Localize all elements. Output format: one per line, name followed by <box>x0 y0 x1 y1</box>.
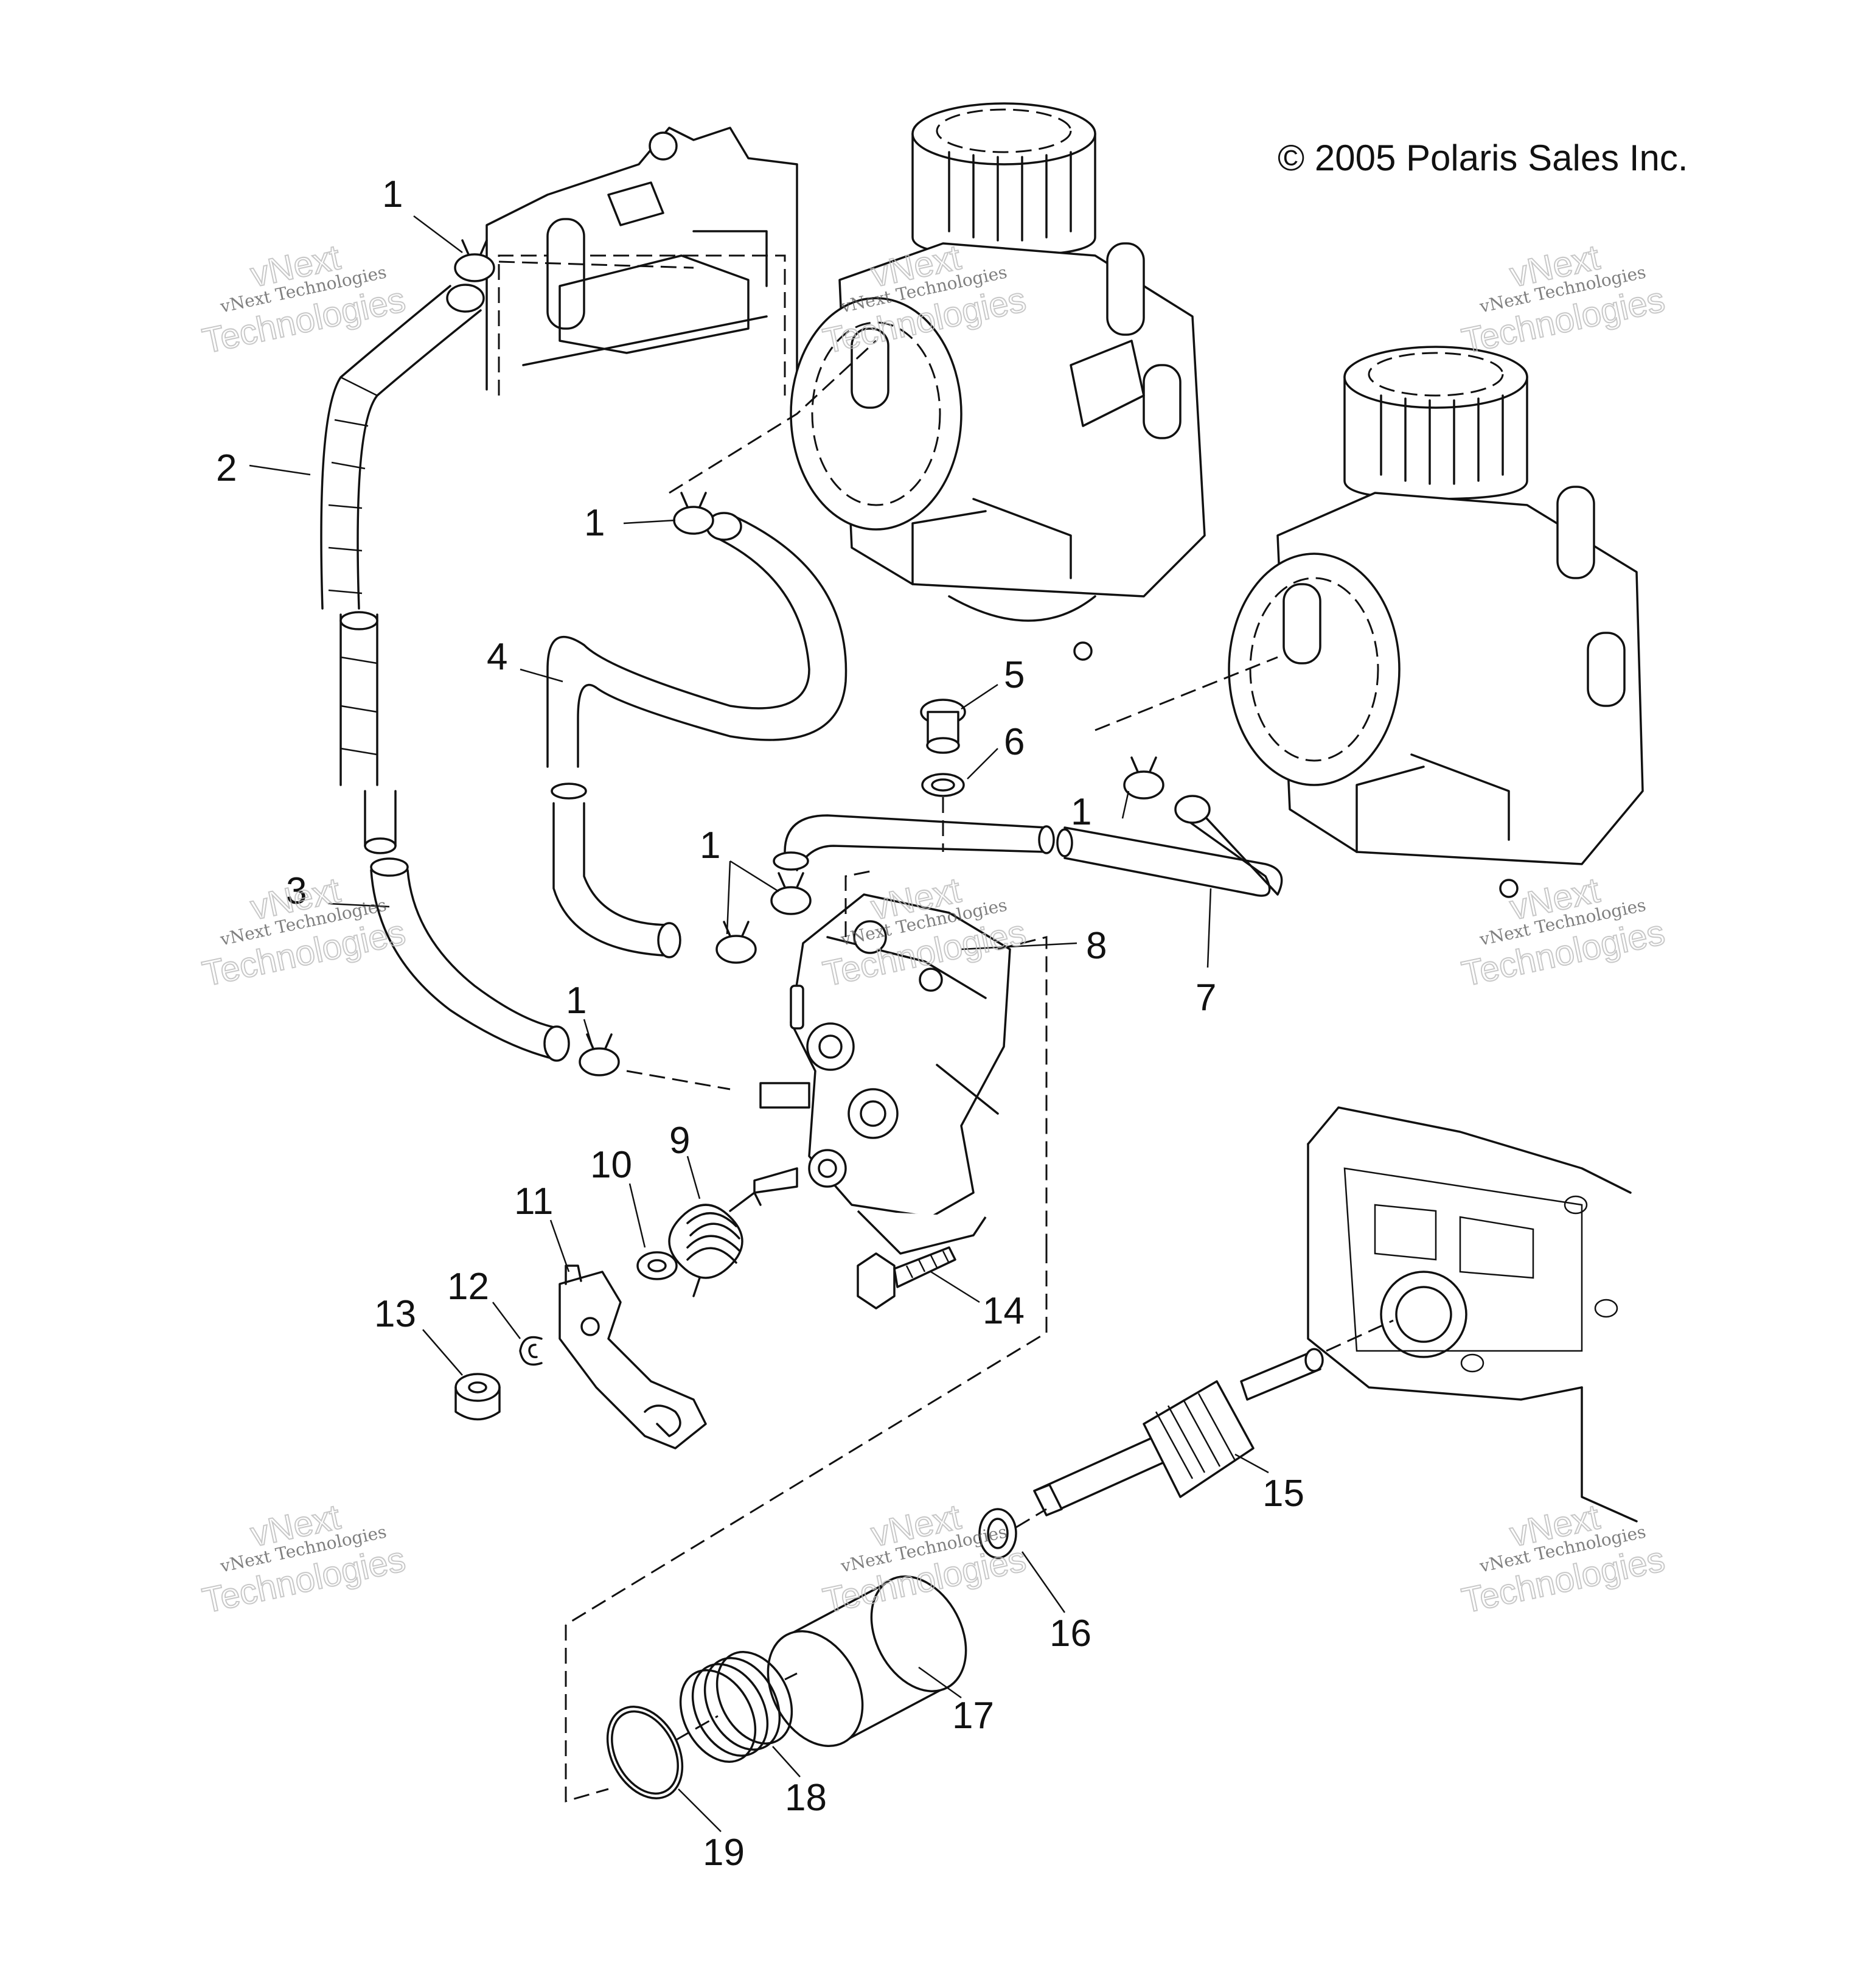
callout-5: 5 <box>1004 654 1025 696</box>
pump-lever <box>559 1264 707 1449</box>
callout-1-carb2: 1 <box>1071 791 1091 833</box>
hose-7 <box>773 795 1283 897</box>
assembly-guide-lines <box>498 260 1394 1802</box>
engine-cylinder-head <box>486 127 798 396</box>
watermark-bottomright: vNext vNext Technologies Technologies <box>1458 1496 1669 1621</box>
callout-7: 7 <box>1196 977 1216 1019</box>
callout-4: 4 <box>487 636 507 678</box>
retaining-clip <box>519 1336 543 1366</box>
watermark-midleft: vNext vNext Technologies Technologies <box>198 870 409 994</box>
bushing <box>767 1575 967 1747</box>
drive-gear-shaft <box>1033 1348 1324 1516</box>
hose-clamp-carb2 <box>1123 756 1164 800</box>
spacer <box>454 1373 501 1421</box>
callout-6: 6 <box>1004 721 1025 763</box>
callout-10: 10 <box>590 1144 632 1186</box>
callout-1-pump: 1 <box>700 825 720 867</box>
watermark-topright: vNext vNext Technologies Technologies <box>1458 237 1669 361</box>
watermark-topleft: vNext vNext Technologies Technologies <box>198 237 409 361</box>
callout-1-low: 1 <box>566 980 586 1022</box>
callout-3: 3 <box>286 870 307 912</box>
leader-lines <box>249 215 1269 1832</box>
hose-clamp-top <box>454 239 495 282</box>
thrust-washer <box>978 1508 1017 1559</box>
sealing-washer <box>921 773 965 797</box>
hose-clamp-pump-top <box>770 872 812 915</box>
callout-17: 17 <box>952 1695 994 1737</box>
callout-1-top: 1 <box>382 173 403 215</box>
mounting-screw <box>857 1246 956 1310</box>
watermark-bottomleft: vNext vNext Technologies Technologies <box>198 1496 409 1621</box>
washer-10 <box>636 1251 678 1280</box>
callout-11: 11 <box>514 1181 553 1222</box>
callout-12: 12 <box>447 1266 489 1308</box>
carburetor-right <box>1228 346 1644 898</box>
callout-labels: 1 2 3 4 1 5 6 1 1 8 7 1 9 10 11 12 13 14… <box>216 173 1304 1874</box>
hose-3 <box>370 857 570 1062</box>
callout-14: 14 <box>983 1290 1025 1332</box>
callout-8: 8 <box>1086 925 1107 967</box>
callout-19: 19 <box>703 1832 745 1874</box>
carburetor-upper <box>790 102 1206 661</box>
oil-pump <box>753 893 1011 1255</box>
hose-4 <box>546 512 847 958</box>
o-ring <box>606 1706 684 1799</box>
callout-16: 16 <box>1049 1613 1091 1655</box>
banjo-bolt <box>920 699 966 754</box>
hose-clamp-pump-low <box>579 1033 620 1076</box>
callout-18: 18 <box>785 1777 827 1819</box>
callout-1-carb1: 1 <box>584 502 605 544</box>
crankcase <box>1307 1106 1638 1522</box>
hose-clamp-carb1 <box>673 492 714 535</box>
watermark-bottomcenter: vNext vNext Technologies Technologies <box>819 1496 1030 1621</box>
copyright-text: © 2005 Polaris Sales Inc. <box>1278 138 1688 178</box>
callout-2: 2 <box>216 447 237 489</box>
callout-9: 9 <box>669 1120 690 1162</box>
hose-clamp-pump-mid <box>715 921 757 964</box>
callout-13: 13 <box>374 1293 416 1335</box>
callout-15: 15 <box>1262 1473 1304 1515</box>
hose-2 <box>320 284 485 854</box>
return-spring <box>668 1191 762 1297</box>
watermark-midright: vNext vNext Technologies Technologies <box>1458 870 1669 994</box>
